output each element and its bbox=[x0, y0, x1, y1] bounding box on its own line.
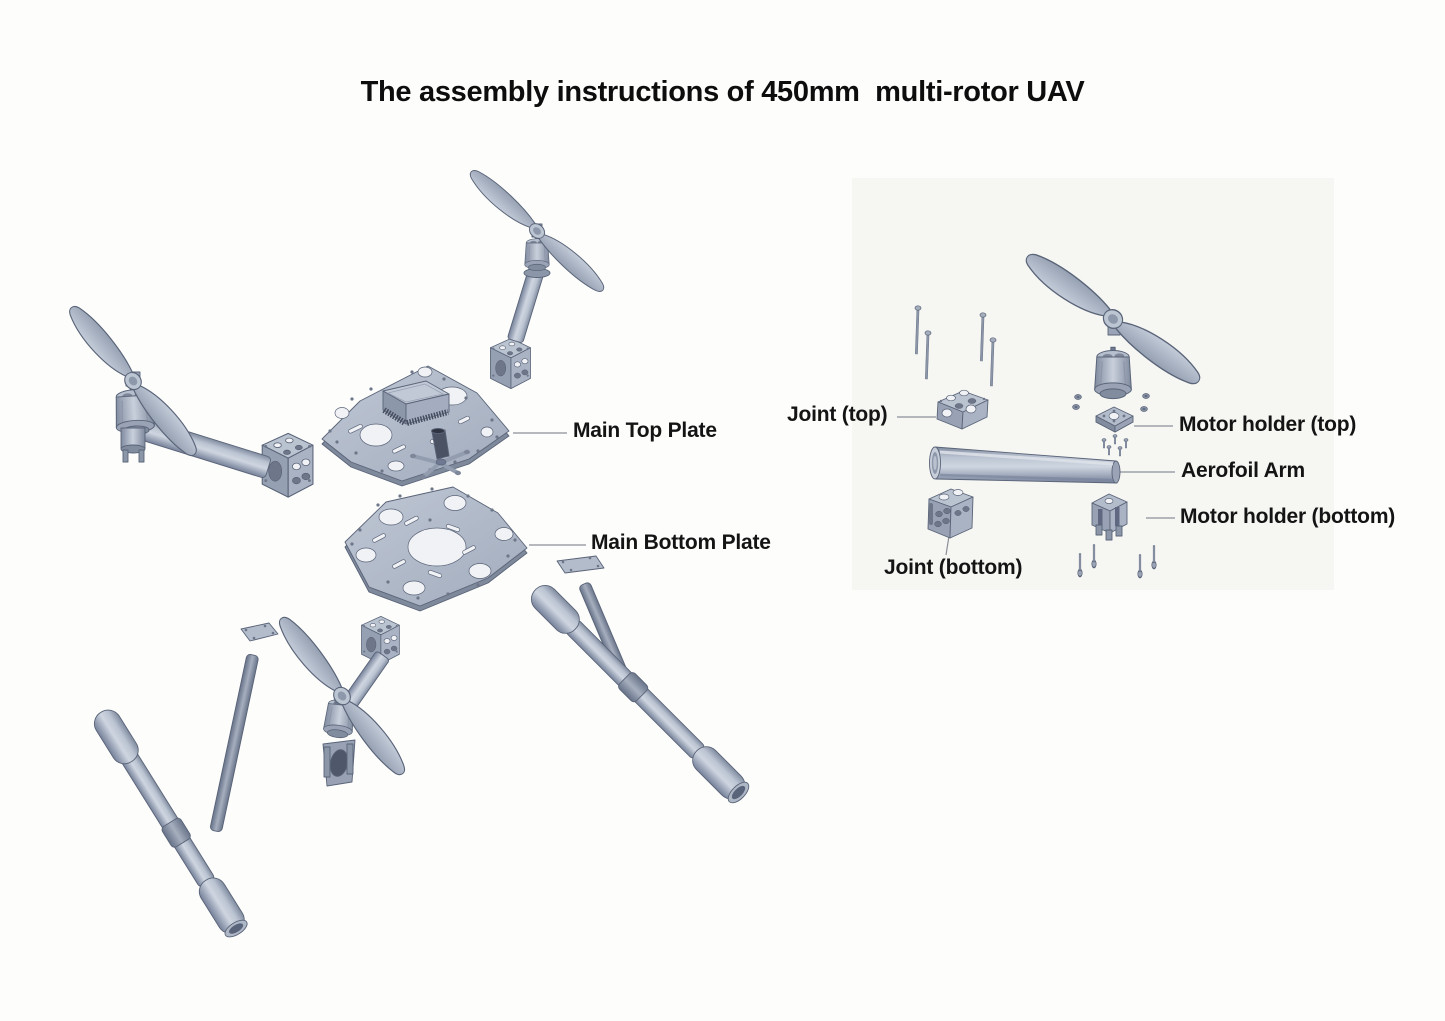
leader-joint-bottom bbox=[945, 535, 950, 556]
motor-holder-bottom-part bbox=[1091, 493, 1128, 541]
joint-block-icon bbox=[261, 432, 314, 498]
exploded-uav-view bbox=[63, 165, 750, 938]
leader-lines bbox=[513, 416, 1175, 556]
main-bottom-plate-part bbox=[344, 486, 528, 612]
joint-bottom-part bbox=[927, 488, 974, 539]
propeller-part bbox=[1020, 247, 1206, 392]
callout-main-top-plate: Main Top Plate bbox=[573, 419, 717, 442]
aerofoil-arm-part bbox=[929, 446, 1121, 484]
joint-top-part bbox=[936, 389, 989, 430]
gear-skid-icon bbox=[93, 709, 248, 938]
motor-clamp-icon bbox=[322, 739, 356, 787]
landing-gear-left bbox=[93, 622, 279, 938]
gear-mount-plate-icon bbox=[556, 555, 605, 574]
motor-part bbox=[1094, 346, 1132, 400]
single-arm-exploded-view bbox=[913, 247, 1206, 579]
callout-motor-holder-top: Motor holder (top) bbox=[1179, 413, 1357, 436]
plate-screw-holes bbox=[350, 487, 517, 600]
arm-assembly-left bbox=[63, 301, 314, 498]
page-title: The assembly instructions of 450mm multi… bbox=[360, 76, 1085, 108]
callout-aerofoil-arm: Aerofoil Arm bbox=[1181, 459, 1305, 482]
arm-assembly-top bbox=[465, 165, 609, 390]
landing-gear-right bbox=[530, 555, 750, 804]
arm-assembly-bottom bbox=[273, 612, 412, 787]
gear-strut-icon bbox=[210, 654, 259, 833]
gps-antenna bbox=[410, 427, 470, 480]
callout-joint-top: Joint (top) bbox=[787, 403, 888, 426]
arm-tube-icon bbox=[507, 268, 544, 343]
gear-skid-icon bbox=[530, 584, 750, 804]
flight-controller bbox=[382, 380, 450, 426]
callout-motor-holder-bottom: Motor holder (bottom) bbox=[1180, 505, 1396, 528]
callout-joint-bottom: Joint (bottom) bbox=[884, 556, 1023, 579]
main-top-plate-part bbox=[321, 365, 510, 487]
motor-holder-top-part bbox=[1095, 406, 1134, 433]
joint-block-icon bbox=[490, 337, 531, 390]
gear-mount-plate-icon bbox=[240, 622, 279, 642]
callout-main-bottom-plate: Main Bottom Plate bbox=[591, 531, 771, 554]
